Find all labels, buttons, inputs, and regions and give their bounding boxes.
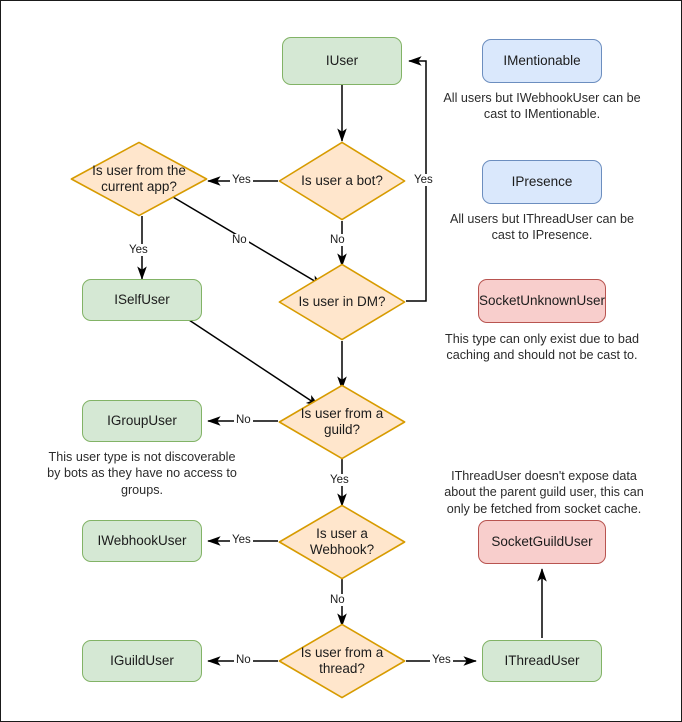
edge-label-currentapp-no: No xyxy=(230,234,249,246)
node-label: IUser xyxy=(325,52,359,68)
node-igroupuser[interactable]: IGroupUser xyxy=(82,400,202,442)
diamond-shape xyxy=(278,384,406,460)
edge-label-webhook-yes: Yes xyxy=(230,534,253,546)
edge-label-currentapp-yes: Yes xyxy=(127,244,150,256)
node-label: IPresence xyxy=(511,173,573,189)
node-ithreaduser[interactable]: IThreadUser xyxy=(482,640,602,682)
edge-label-dm-yes: Yes xyxy=(412,174,435,186)
node-iwebhookuser[interactable]: IWebhookUser xyxy=(82,520,202,562)
diamond-shape xyxy=(278,141,406,221)
diamond-shape xyxy=(70,141,208,217)
note-socketunknownuser: This type can only exist due to bad cach… xyxy=(445,332,639,363)
note-socketguilduser: IThreadUser doesn't expose data about th… xyxy=(444,469,644,516)
edge-label-guild-yes: Yes xyxy=(328,474,351,486)
node-is-user-from-thread[interactable]: Is user from a thread? xyxy=(278,623,406,699)
node-is-user-a-webhook[interactable]: Is user a Webhook? xyxy=(278,504,406,580)
edge-iselfuser-to-isfromguild xyxy=(188,319,320,407)
diamond-shape xyxy=(278,263,406,341)
node-socketguilduser[interactable]: SocketGuildUser xyxy=(478,520,606,564)
edge-label-guild-no: No xyxy=(234,414,253,426)
node-label: IWebhookUser xyxy=(97,532,187,548)
node-label: ISelfUser xyxy=(114,291,170,307)
edge-label-bot-no: No xyxy=(328,234,347,246)
node-socketunknownuser[interactable]: SocketUnknownUser xyxy=(478,279,606,323)
node-label: SocketGuildUser xyxy=(491,533,593,549)
node-is-user-from-current-app[interactable]: Is user from the current app? xyxy=(70,141,208,217)
node-is-user-from-guild[interactable]: Is user from a guild? xyxy=(278,384,406,460)
node-label: IGuildUser xyxy=(110,652,174,668)
node-label: IMentionable xyxy=(503,52,581,68)
edge-label-thread-yes: Yes xyxy=(430,654,453,666)
edge-label-webhook-no: No xyxy=(328,594,347,606)
node-iguilduser[interactable]: IGuildUser xyxy=(82,640,202,682)
node-ipresence[interactable]: IPresence xyxy=(482,160,602,204)
node-iuser[interactable]: IUser xyxy=(282,37,402,85)
node-is-user-a-bot[interactable]: Is user a bot? xyxy=(278,141,406,221)
note-imentionable: All users but IWebhookUser can be cast t… xyxy=(443,91,641,122)
node-iselfuser[interactable]: ISelfUser xyxy=(82,279,202,321)
diamond-shape xyxy=(278,623,406,699)
node-label: IThreadUser xyxy=(504,652,580,668)
edge-label-bot-yes: Yes xyxy=(230,174,253,186)
edge-label-thread-no: No xyxy=(234,654,253,666)
node-label: SocketUnknownUser xyxy=(478,292,606,308)
note-igroupuser: This user type is not discoverable by bo… xyxy=(47,450,237,497)
note-ipresence: All users but IThreadUser can be cast to… xyxy=(449,212,635,243)
node-imentionable[interactable]: IMentionable xyxy=(482,39,602,83)
node-is-user-in-dm[interactable]: Is user in DM? xyxy=(278,263,406,341)
node-label: IGroupUser xyxy=(107,412,177,428)
diamond-shape xyxy=(278,504,406,580)
